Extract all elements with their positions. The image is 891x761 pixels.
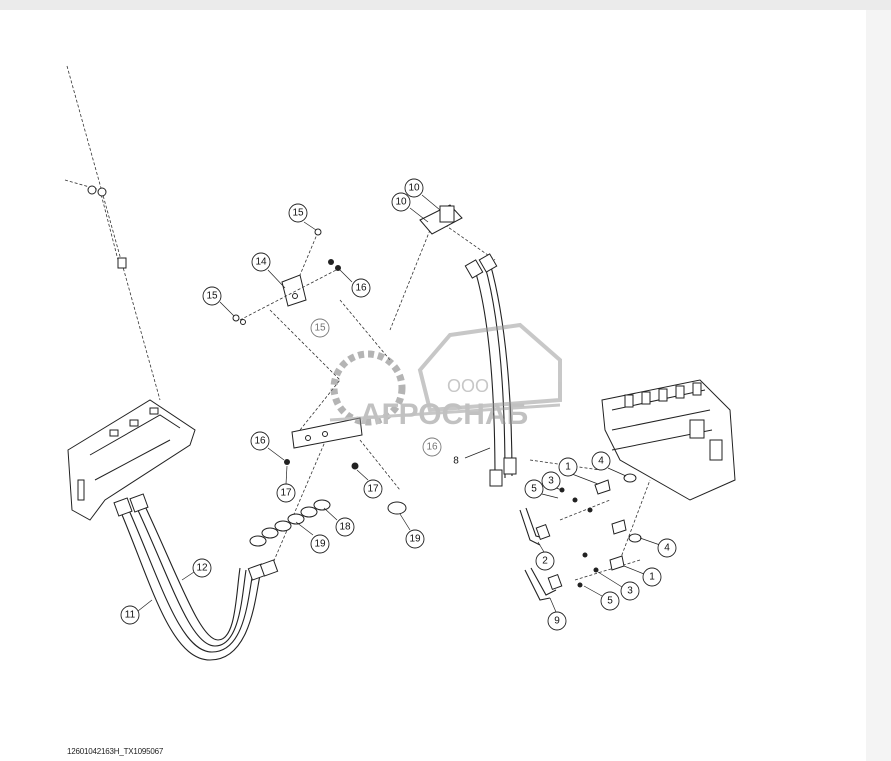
callout-15a: 15	[288, 203, 317, 231]
callout-10b: 10	[391, 192, 429, 223]
callout-14: 14	[251, 252, 286, 289]
callout-label: 3	[627, 586, 633, 597]
callout-label: 1	[649, 572, 655, 583]
callout-8: 8	[453, 447, 491, 467]
callout-label: 17	[367, 484, 379, 495]
callout-label: 15	[206, 291, 218, 302]
callout-18: 18	[323, 507, 355, 537]
callout-label: 14	[255, 257, 267, 268]
watermark-logo: ООО АГРОСНАБ	[329, 322, 562, 431]
callout-4b: 4	[639, 537, 677, 558]
callout-label: 19	[314, 539, 326, 550]
drawing-code: 12601042163H_TX1095067	[67, 747, 164, 756]
callout-label: 18	[339, 522, 351, 533]
callout-label: 16	[355, 283, 367, 294]
callout-3a: 3	[541, 471, 563, 491]
bracket-14	[232, 228, 341, 325]
main-valve-bank	[601, 379, 736, 501]
guide-lines	[66, 65, 651, 581]
callout-label: 8	[453, 456, 459, 467]
callout-3b: 3	[597, 571, 640, 601]
callout-label: 15	[292, 208, 304, 219]
callout-1b: 1	[623, 565, 662, 587]
callout-label: 3	[548, 476, 554, 487]
callout-label: 11	[125, 610, 136, 621]
callout-17b: 17	[356, 469, 383, 499]
callout-label: 15	[314, 323, 326, 334]
watermark-name: АГРОСНАБ	[360, 398, 528, 431]
callout-label: 12	[196, 563, 208, 574]
callout-label: 4	[664, 543, 670, 554]
callout-19a: 19	[295, 521, 330, 554]
lower-plate	[284, 417, 363, 470]
callout-label: 17	[280, 488, 292, 499]
right-fittings	[559, 473, 642, 588]
callout-19b: 19	[399, 513, 425, 549]
callout-label: 9	[554, 616, 560, 627]
callout-label: 5	[531, 484, 537, 495]
callout-16a: 16	[339, 269, 371, 298]
callout-1a: 1	[558, 457, 599, 485]
callout-15c: 15	[310, 318, 330, 338]
callout-12: 12	[181, 558, 212, 581]
callout-11: 11	[120, 599, 153, 625]
callout-label: 1	[565, 462, 571, 473]
hoses-11-12	[113, 493, 279, 661]
scroll-gutter	[866, 10, 891, 761]
callout-4a: 4	[591, 451, 627, 477]
callout-label: 10	[408, 183, 420, 194]
callout-10a: 10	[404, 178, 441, 211]
watermark-prefix: ООО	[447, 376, 489, 396]
callout-5a: 5	[524, 479, 559, 499]
callout-16c: 16	[250, 431, 285, 461]
callout-label: 10	[395, 197, 407, 208]
upper-left-fittings	[64, 179, 127, 269]
callout-label: 16	[254, 436, 266, 447]
callout-16b: 16	[422, 437, 442, 457]
callout-label: 19	[409, 534, 421, 545]
callout-label: 4	[598, 456, 604, 467]
callout-label: 5	[607, 596, 613, 607]
fitting-10-hoses	[419, 204, 517, 487]
callout-9: 9	[547, 597, 567, 631]
callout-17a: 17	[276, 465, 296, 503]
callout-15b: 15	[202, 286, 235, 317]
callout-5b: 5	[583, 585, 620, 611]
elbows-2-9	[519, 507, 563, 601]
seal-rings	[249, 499, 407, 547]
left-valve-block	[67, 399, 196, 521]
diagram-sheet	[0, 10, 866, 761]
callout-2: 2	[535, 541, 555, 571]
callout-label: 2	[542, 556, 548, 567]
callout-label: 16	[426, 442, 438, 453]
